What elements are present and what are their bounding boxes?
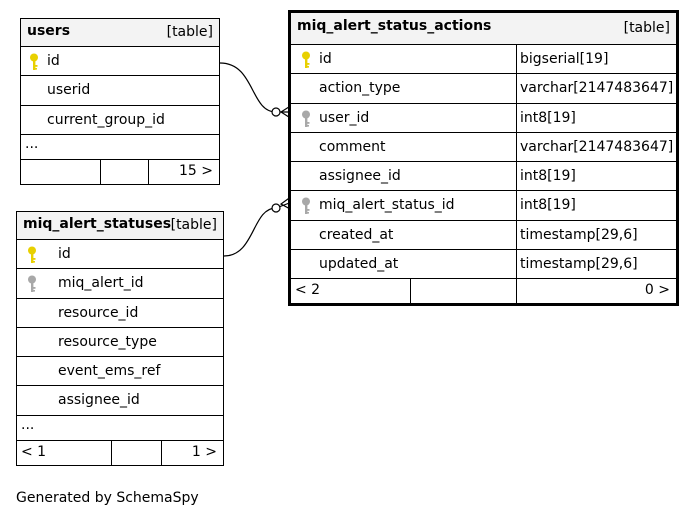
- column-type: varchar[2147483647]: [516, 74, 676, 103]
- footer-spacer: [100, 159, 148, 184]
- table-miq-alert-statuses[interactable]: miq_alert_statuses [table] id miq_alert_i…: [16, 211, 224, 466]
- table-users[interactable]: users [table] id userid current_group_id .…: [20, 18, 220, 185]
- table-footer: < 1 1 >: [17, 440, 223, 465]
- column-type: timestamp[29,6]: [516, 220, 676, 250]
- column-name: miq_alert_status_id: [319, 197, 455, 214]
- table-name[interactable]: miq_alert_statuses: [23, 216, 172, 232]
- column-row[interactable]: event_ems_ref: [17, 357, 223, 387]
- column-row[interactable]: miq_alert_id: [17, 269, 223, 299]
- table-name[interactable]: miq_alert_status_actions: [297, 18, 492, 34]
- column-type: int8[19]: [516, 103, 676, 132]
- column-row[interactable]: current_group_id: [21, 106, 219, 135]
- footer-spacer: [111, 440, 161, 465]
- foreign-key-icon: [301, 197, 311, 215]
- generated-by-label: Generated by SchemaSpy: [16, 490, 199, 506]
- edge-statuses-optional-marker: [271, 203, 281, 213]
- foreign-key-icon: [27, 275, 37, 293]
- column-row[interactable]: id bigserial[19]: [291, 45, 676, 75]
- column-name: updated_at: [319, 256, 399, 273]
- column-row[interactable]: action_type varchar[2147483647]: [291, 74, 676, 104]
- column-name: id: [58, 246, 71, 262]
- table-name[interactable]: users: [27, 23, 71, 39]
- more-columns: ...: [17, 416, 223, 441]
- column-row[interactable]: created_at timestamp[29,6]: [291, 220, 676, 251]
- footer-children-count[interactable]: 15 >: [148, 159, 219, 184]
- column-row[interactable]: comment varchar[2147483647]: [291, 132, 676, 163]
- column-row[interactable]: userid: [21, 76, 219, 106]
- column-list: id bigserial[19] action_type varchar[214748…: [291, 45, 676, 280]
- column-row[interactable]: user_id int8[19]: [291, 103, 676, 133]
- column-name: resource_id: [58, 304, 139, 321]
- column-type: varchar[2147483647]: [516, 132, 676, 162]
- primary-key-icon: [29, 53, 39, 71]
- column-name: action_type: [319, 80, 401, 97]
- foreign-key-icon: [301, 110, 311, 128]
- table-kind: [table]: [170, 217, 217, 233]
- column-type: bigserial[19]: [516, 45, 676, 74]
- table-footer: 15 >: [21, 159, 219, 184]
- column-name: userid: [47, 82, 91, 99]
- table-header: miq_alert_statuses [table]: [17, 212, 223, 240]
- column-name: current_group_id: [47, 111, 165, 128]
- column-name: miq_alert_id: [58, 275, 144, 292]
- column-row[interactable]: id: [21, 47, 219, 77]
- column-name: id: [319, 51, 332, 67]
- footer-children-count[interactable]: 1 >: [161, 440, 223, 465]
- column-row[interactable]: resource_id: [17, 299, 223, 328]
- column-row[interactable]: assignee_id: [17, 386, 223, 416]
- column-list: id userid current_group_id: [21, 47, 219, 135]
- footer-parents-count[interactable]: < 1: [21, 443, 47, 460]
- column-name: event_ems_ref: [58, 363, 161, 380]
- edge-statuses-to-actions: [223, 201, 293, 257]
- column-type: timestamp[29,6]: [516, 250, 676, 279]
- edge-users-optional-marker: [271, 107, 281, 117]
- table-footer: < 2 0 >: [291, 279, 676, 304]
- more-columns: ...: [21, 135, 219, 160]
- column-row[interactable]: updated_at timestamp[29,6]: [291, 250, 676, 280]
- column-row[interactable]: assignee_id int8[19]: [291, 162, 676, 192]
- column-type: int8[19]: [516, 191, 676, 220]
- footer-parents-count[interactable]: < 2: [295, 282, 321, 299]
- table-header: users [table]: [21, 19, 219, 47]
- column-name: assignee_id: [58, 392, 140, 409]
- column-name: comment: [319, 138, 386, 155]
- column-row[interactable]: id: [17, 240, 223, 270]
- table-kind: [table]: [623, 20, 670, 36]
- table-kind: [table]: [166, 24, 213, 40]
- primary-key-icon: [27, 246, 37, 264]
- footer-children-count[interactable]: 0 >: [516, 279, 676, 304]
- footer-spacer: [410, 279, 516, 304]
- column-row[interactable]: resource_type: [17, 328, 223, 358]
- column-row[interactable]: miq_alert_status_id int8[19]: [291, 191, 676, 221]
- table-header: miq_alert_status_actions [table]: [291, 13, 676, 45]
- column-name: created_at: [319, 226, 394, 243]
- column-name: assignee_id: [319, 168, 401, 185]
- primary-key-icon: [301, 51, 311, 69]
- column-name: user_id: [319, 109, 370, 126]
- edge-users-to-actions: [219, 62, 292, 113]
- column-name: resource_type: [58, 333, 157, 350]
- column-type: int8[19]: [516, 162, 676, 191]
- table-miq-alert-status-actions[interactable]: miq_alert_status_actions [table] id bigse…: [288, 10, 679, 307]
- column-name: id: [47, 53, 60, 69]
- footer-parents-count: [21, 160, 100, 184]
